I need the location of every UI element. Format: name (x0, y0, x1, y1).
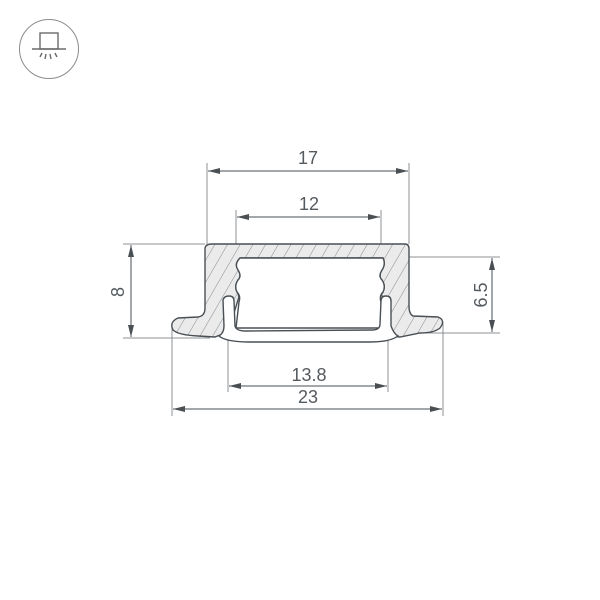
dim-label-outer-top: 17 (298, 148, 318, 168)
profile-cavity (235, 257, 385, 329)
diffuser (217, 295, 400, 343)
dim-label-diffuser-width: 13.8 (291, 365, 326, 385)
surface-mount-light-icon (32, 32, 66, 60)
extension-lines (123, 163, 500, 416)
mount-type-badge (19, 19, 79, 79)
dim-label-total-height: 8 (108, 287, 128, 297)
dimension-lines (128, 168, 495, 412)
dim-label-body-height: 6.5 (471, 282, 491, 307)
dim-label-flange-width: 23 (298, 387, 318, 407)
dim-label-inner-top: 12 (299, 194, 319, 214)
